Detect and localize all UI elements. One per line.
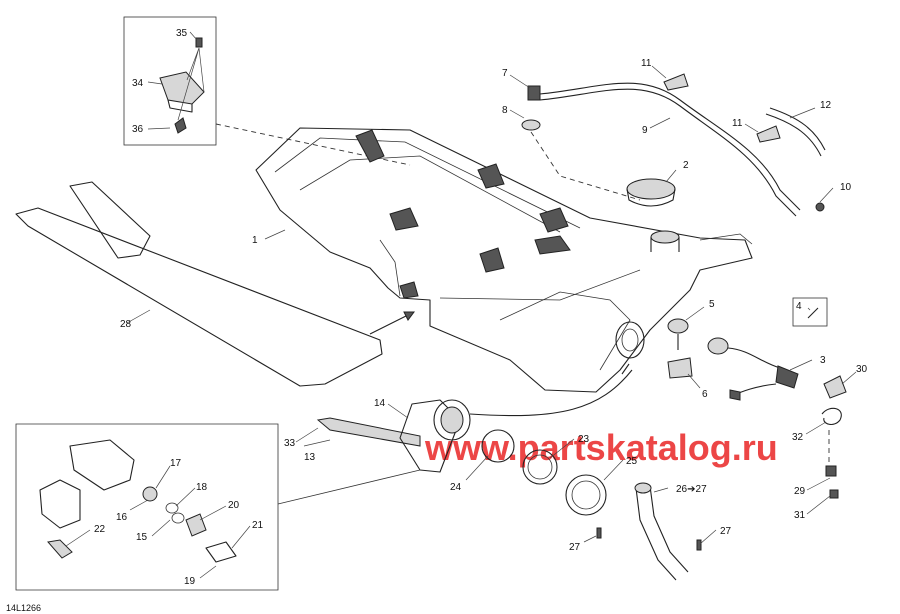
cap-10 [815,202,825,212]
pump-detail-inset [15,423,421,591]
callout-11-top: 11 [641,58,652,69]
pump-link-curve [469,369,633,417]
callout-22: 22 [94,524,106,535]
callout-27-left: 27 [569,542,581,553]
clip-6 [667,357,693,379]
fuel-sender [707,297,828,401]
fuel-tank-body [255,127,753,393]
tank-pad [15,181,383,387]
callout-21: 21 [252,520,264,531]
screw-31 [829,489,839,499]
elbow-pipe [634,482,689,581]
fuel-cap [626,178,676,207]
callout-32: 32 [792,432,804,443]
vent-hose [521,82,826,217]
callout-4: 4 [796,301,802,312]
spring-32 [821,407,842,426]
callout-6: 6 [702,389,708,400]
leader-lines [65,31,857,579]
ring-5 [667,318,689,334]
callout-33: 33 [284,438,296,449]
nut-25 [565,474,607,516]
watermark-text: www.partskatalog.ru [424,427,778,468]
callout-30: 30 [856,364,868,375]
bracket-29 [825,465,837,477]
callout-29: 29 [794,486,806,497]
callout-18: 18 [196,482,208,493]
callout-5: 5 [709,299,715,310]
callout-15: 15 [136,532,148,543]
callout-8: 8 [502,105,508,116]
clamp-27a [596,527,602,539]
fuel-pump [316,399,471,473]
callout-12: 12 [820,100,832,111]
callout-10: 10 [840,182,852,193]
drawing-code: 14L1266 [6,603,41,613]
callout-36: 36 [132,124,144,135]
callout-24: 24 [450,482,462,493]
vent-fitting [527,85,541,101]
callout-11-right: 11 [732,118,743,129]
callout-14: 14 [374,398,386,409]
callout-2: 2 [683,160,689,171]
ring-23 [522,449,558,485]
callout-35: 35 [176,28,188,39]
callout-19: 19 [184,576,196,587]
callout-26-27: 26➔27 [676,484,707,495]
callout-23: 23 [578,434,590,445]
callout-labels: 1 2 3 4 5 6 7 8 9 10 11 11 12 13 14 15 1… [94,28,868,587]
gasket-24 [481,429,515,463]
callout-28: 28 [120,319,132,330]
kit-box-4 [792,297,828,327]
callout-7: 7 [502,68,508,79]
callout-17: 17 [170,458,182,469]
bracket-inset [123,16,217,146]
clamp-27b [696,539,702,551]
callout-1: 1 [252,235,258,246]
clamp-11b [756,125,781,143]
callout-20: 20 [228,500,240,511]
callout-13: 13 [304,452,316,463]
tank-arrow [369,313,411,335]
callout-31: 31 [794,510,806,521]
callout-9: 9 [642,125,648,136]
callout-3: 3 [820,355,826,366]
inset-dashed-line [215,123,411,166]
callout-25: 25 [626,456,638,467]
callout-16: 16 [116,512,128,523]
grommet [521,119,541,131]
callout-27-right: 27 [720,526,732,537]
callout-34: 34 [132,78,144,89]
clamp-11a [663,73,689,91]
clip-30 [823,375,847,399]
